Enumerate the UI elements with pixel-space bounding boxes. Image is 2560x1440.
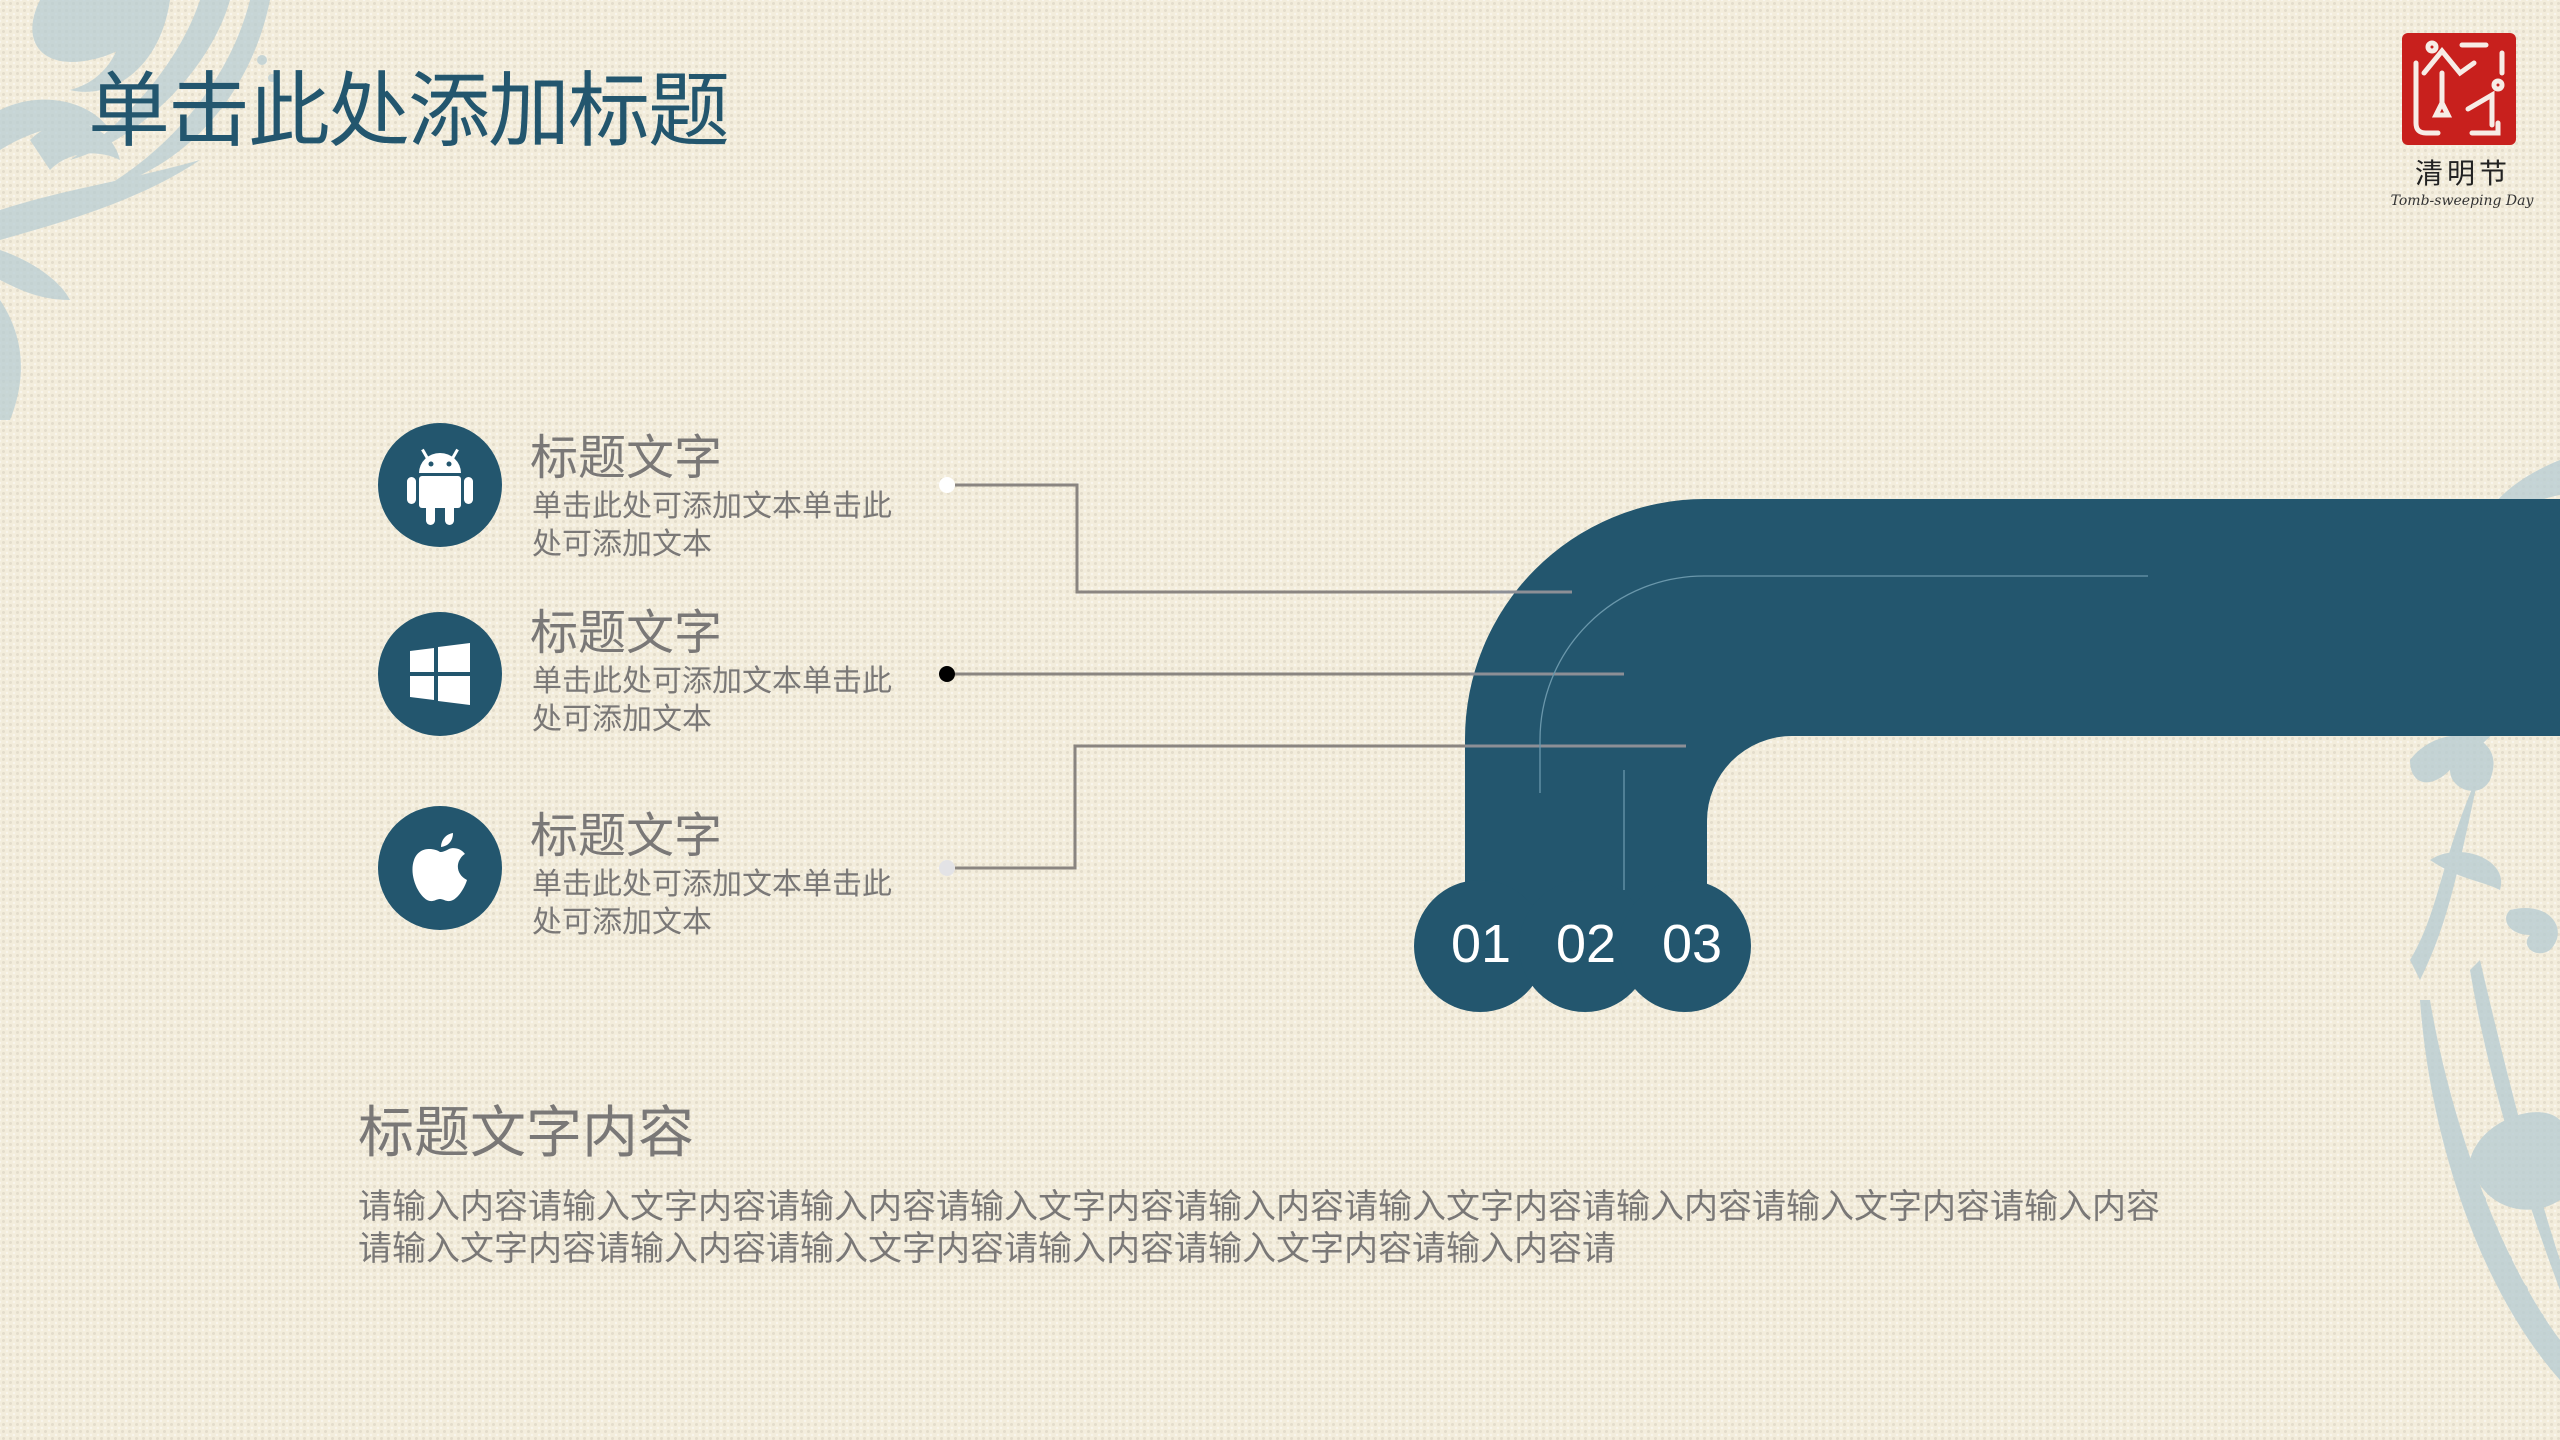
windows-icon: [410, 643, 470, 705]
page-title[interactable]: 单击此处添加标题: [88, 64, 730, 159]
pipe-inner-lines: [1539, 575, 2148, 890]
number-bubbles: [1414, 880, 1751, 1012]
item-3-icon-badge: [378, 806, 502, 930]
item-3-description[interactable]: 单击此处可添加文本单击此处可添加文本: [532, 867, 892, 940]
section-heading[interactable]: 标题文字内容: [358, 1101, 694, 1166]
number-label-02: 02: [1556, 914, 1617, 974]
logo-chinese-text: 清明节: [2414, 157, 2511, 190]
item-3-title[interactable]: 标题文字: [530, 808, 723, 864]
section-body-text[interactable]: 请输入内容请输入文字内容请输入内容请输入文字内容请输入内容请输入文字内容请输入内…: [358, 1187, 2160, 1269]
item-1-title[interactable]: 标题文字: [530, 430, 723, 486]
connector-dot-2: [939, 666, 955, 682]
connector-dot-1: [939, 477, 955, 493]
number-label-01: 01: [1451, 914, 1512, 974]
android-icon: [407, 448, 473, 525]
pipe-body: [1464, 499, 2560, 960]
seal-stamp-icon: [2402, 33, 2516, 145]
item-1-description[interactable]: 单击此处可添加文本单击此处可添加文本: [532, 489, 892, 562]
connector-dot-3: [939, 860, 955, 876]
seal-glyph-icon: [2413, 40, 2505, 136]
item-2-title[interactable]: 标题文字: [530, 605, 723, 661]
item-1-icon-badge: [378, 423, 502, 547]
apple-icon: [412, 833, 467, 902]
number-label-03: 03: [1662, 914, 1723, 974]
logo-english-text: Tomb-sweeping Day: [2390, 193, 2534, 209]
item-2-description[interactable]: 单击此处可添加文本单击此处可添加文本: [532, 664, 892, 737]
item-2-icon-badge: [378, 612, 502, 736]
